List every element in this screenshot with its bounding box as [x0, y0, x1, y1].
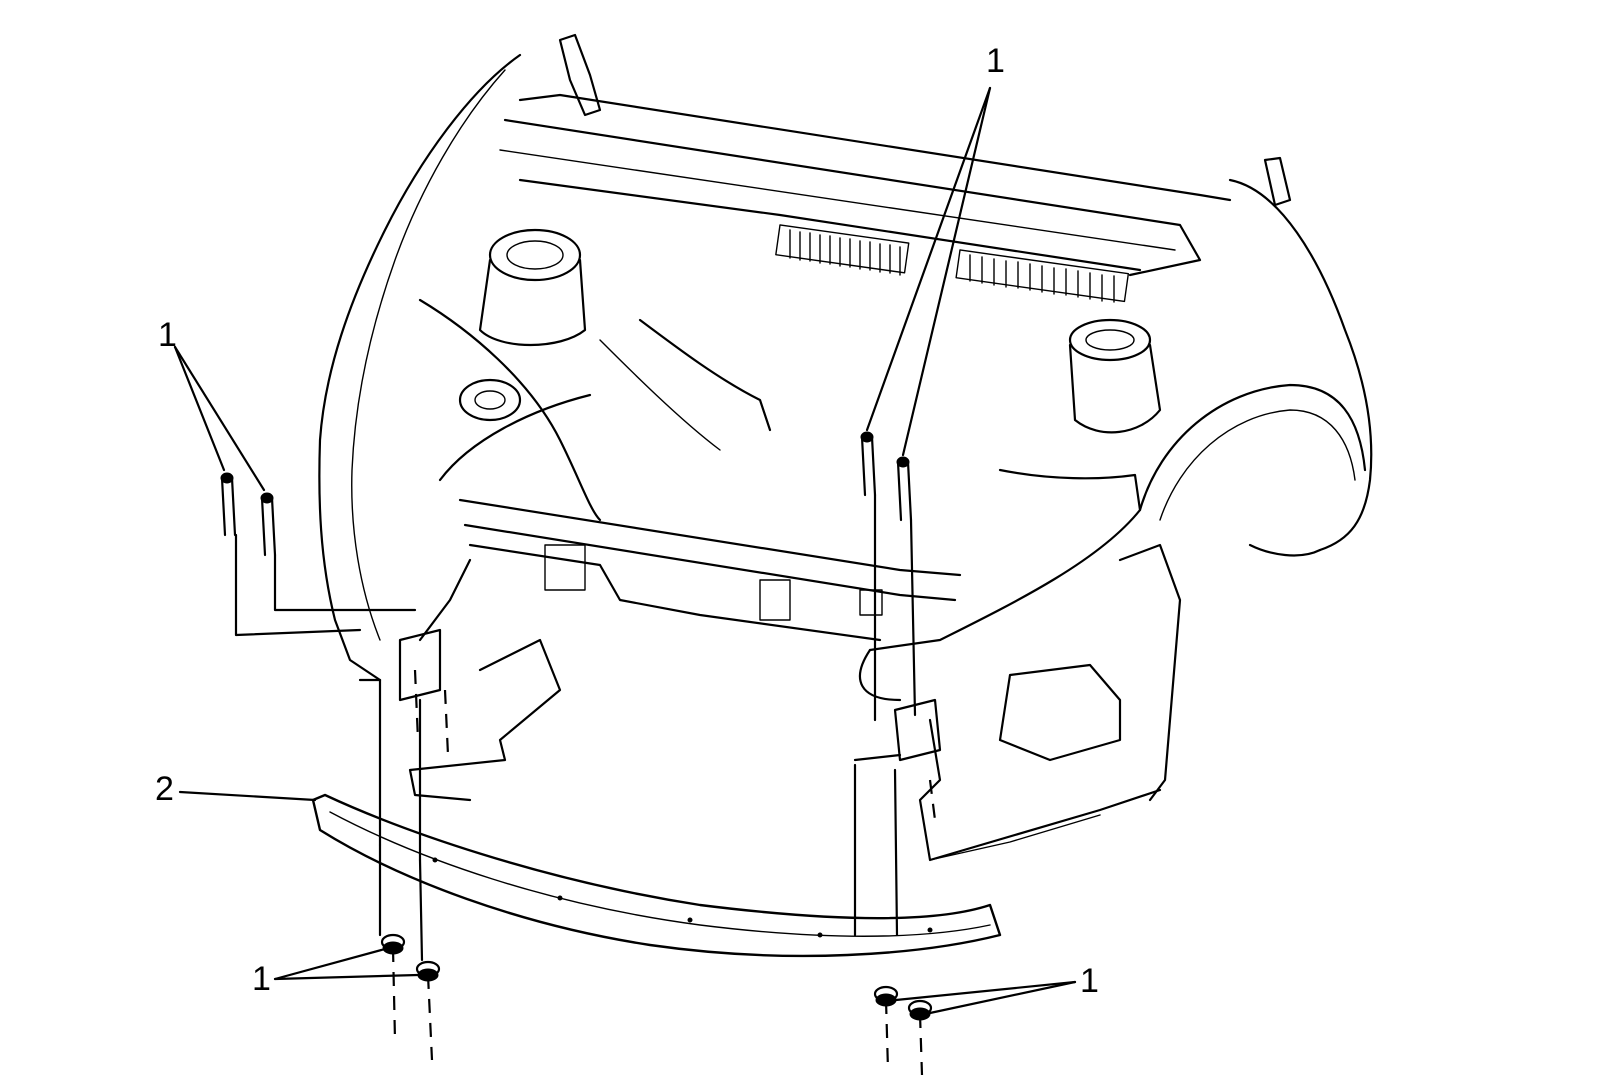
front-air-deflector — [311, 793, 1002, 958]
callout-fastener-left-upper: 1 — [158, 316, 177, 354]
lower-retainers-right — [873, 985, 933, 1021]
installation-guide-lines — [234, 493, 937, 1076]
vehicle-front-body — [318, 33, 1373, 862]
callout-fastener-top: 1 — [986, 42, 1005, 80]
lower-retainers-left — [380, 933, 441, 982]
upper-bolts-right — [860, 431, 913, 522]
callout-leaders — [173, 86, 1077, 1015]
upper-bolts-left — [220, 472, 277, 557]
callout-fastener-left-lower: 1 — [252, 960, 271, 998]
callout-air-deflector: 2 — [155, 770, 174, 808]
callout-fastener-right-lower: 1 — [1080, 962, 1099, 1000]
